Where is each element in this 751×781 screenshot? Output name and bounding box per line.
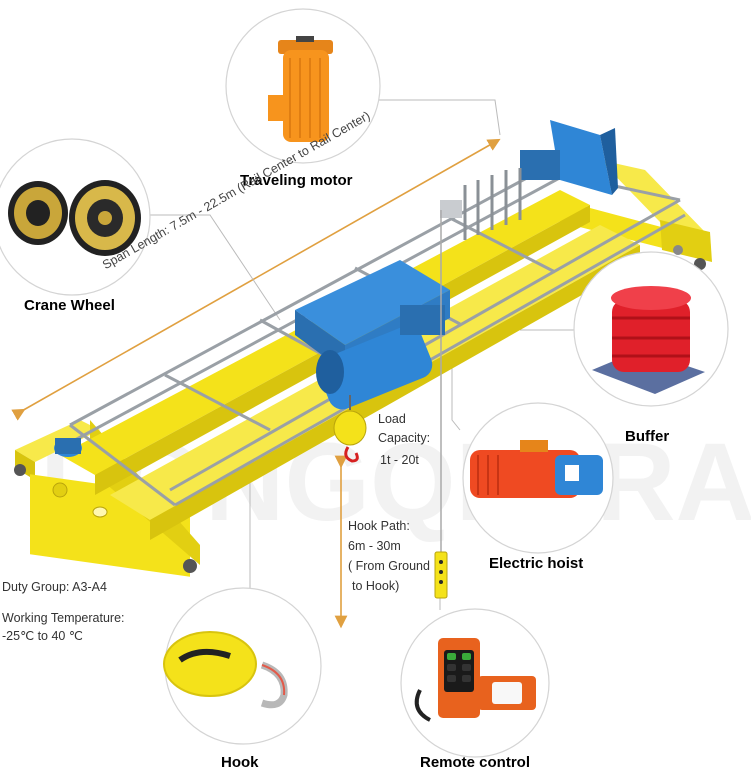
drive-motor-box — [440, 120, 618, 240]
remote-control-label: Remote control — [420, 754, 531, 771]
hook-path-line-4: to Hook) — [352, 579, 400, 593]
left-drive-motor — [54, 438, 82, 457]
inset-traveling-motor — [225, 8, 381, 164]
hook-path-line-3: ( From Ground — [348, 559, 430, 573]
inset-electric-hoist — [462, 402, 614, 554]
pendant-cable — [434, 210, 448, 599]
electric-hoist-label: Electric hoist — [489, 555, 584, 572]
inset-crane-wheel — [0, 138, 151, 296]
working-temperature-label: Working Temperature: — [2, 611, 125, 625]
load-capacity-value: 1t - 20t — [380, 453, 419, 467]
hook-path-line-1: Hook Path: — [348, 519, 410, 533]
working-temperature-value: -25℃ to 40 ℃ — [2, 629, 83, 643]
traveling-motor-label: Traveling motor — [240, 172, 353, 189]
hook-label: Hook — [221, 754, 259, 771]
inset-buffer — [573, 251, 729, 407]
crane-wheel-label: Crane Wheel — [24, 297, 115, 314]
inset-remote-control — [400, 608, 550, 758]
inset-hook — [163, 587, 322, 745]
trolley-hoist — [295, 260, 450, 463]
load-capacity-label-2: Capacity: — [378, 431, 431, 445]
hook-path-line-2: 6m - 30m — [348, 539, 401, 553]
buffer-label: Buffer — [625, 428, 670, 445]
duty-group: Duty Group: A3-A4 — [2, 580, 107, 594]
span-dimension-line — [11, 138, 501, 421]
end-carriage-right — [560, 160, 712, 270]
load-capacity-label: Load — [378, 412, 406, 426]
